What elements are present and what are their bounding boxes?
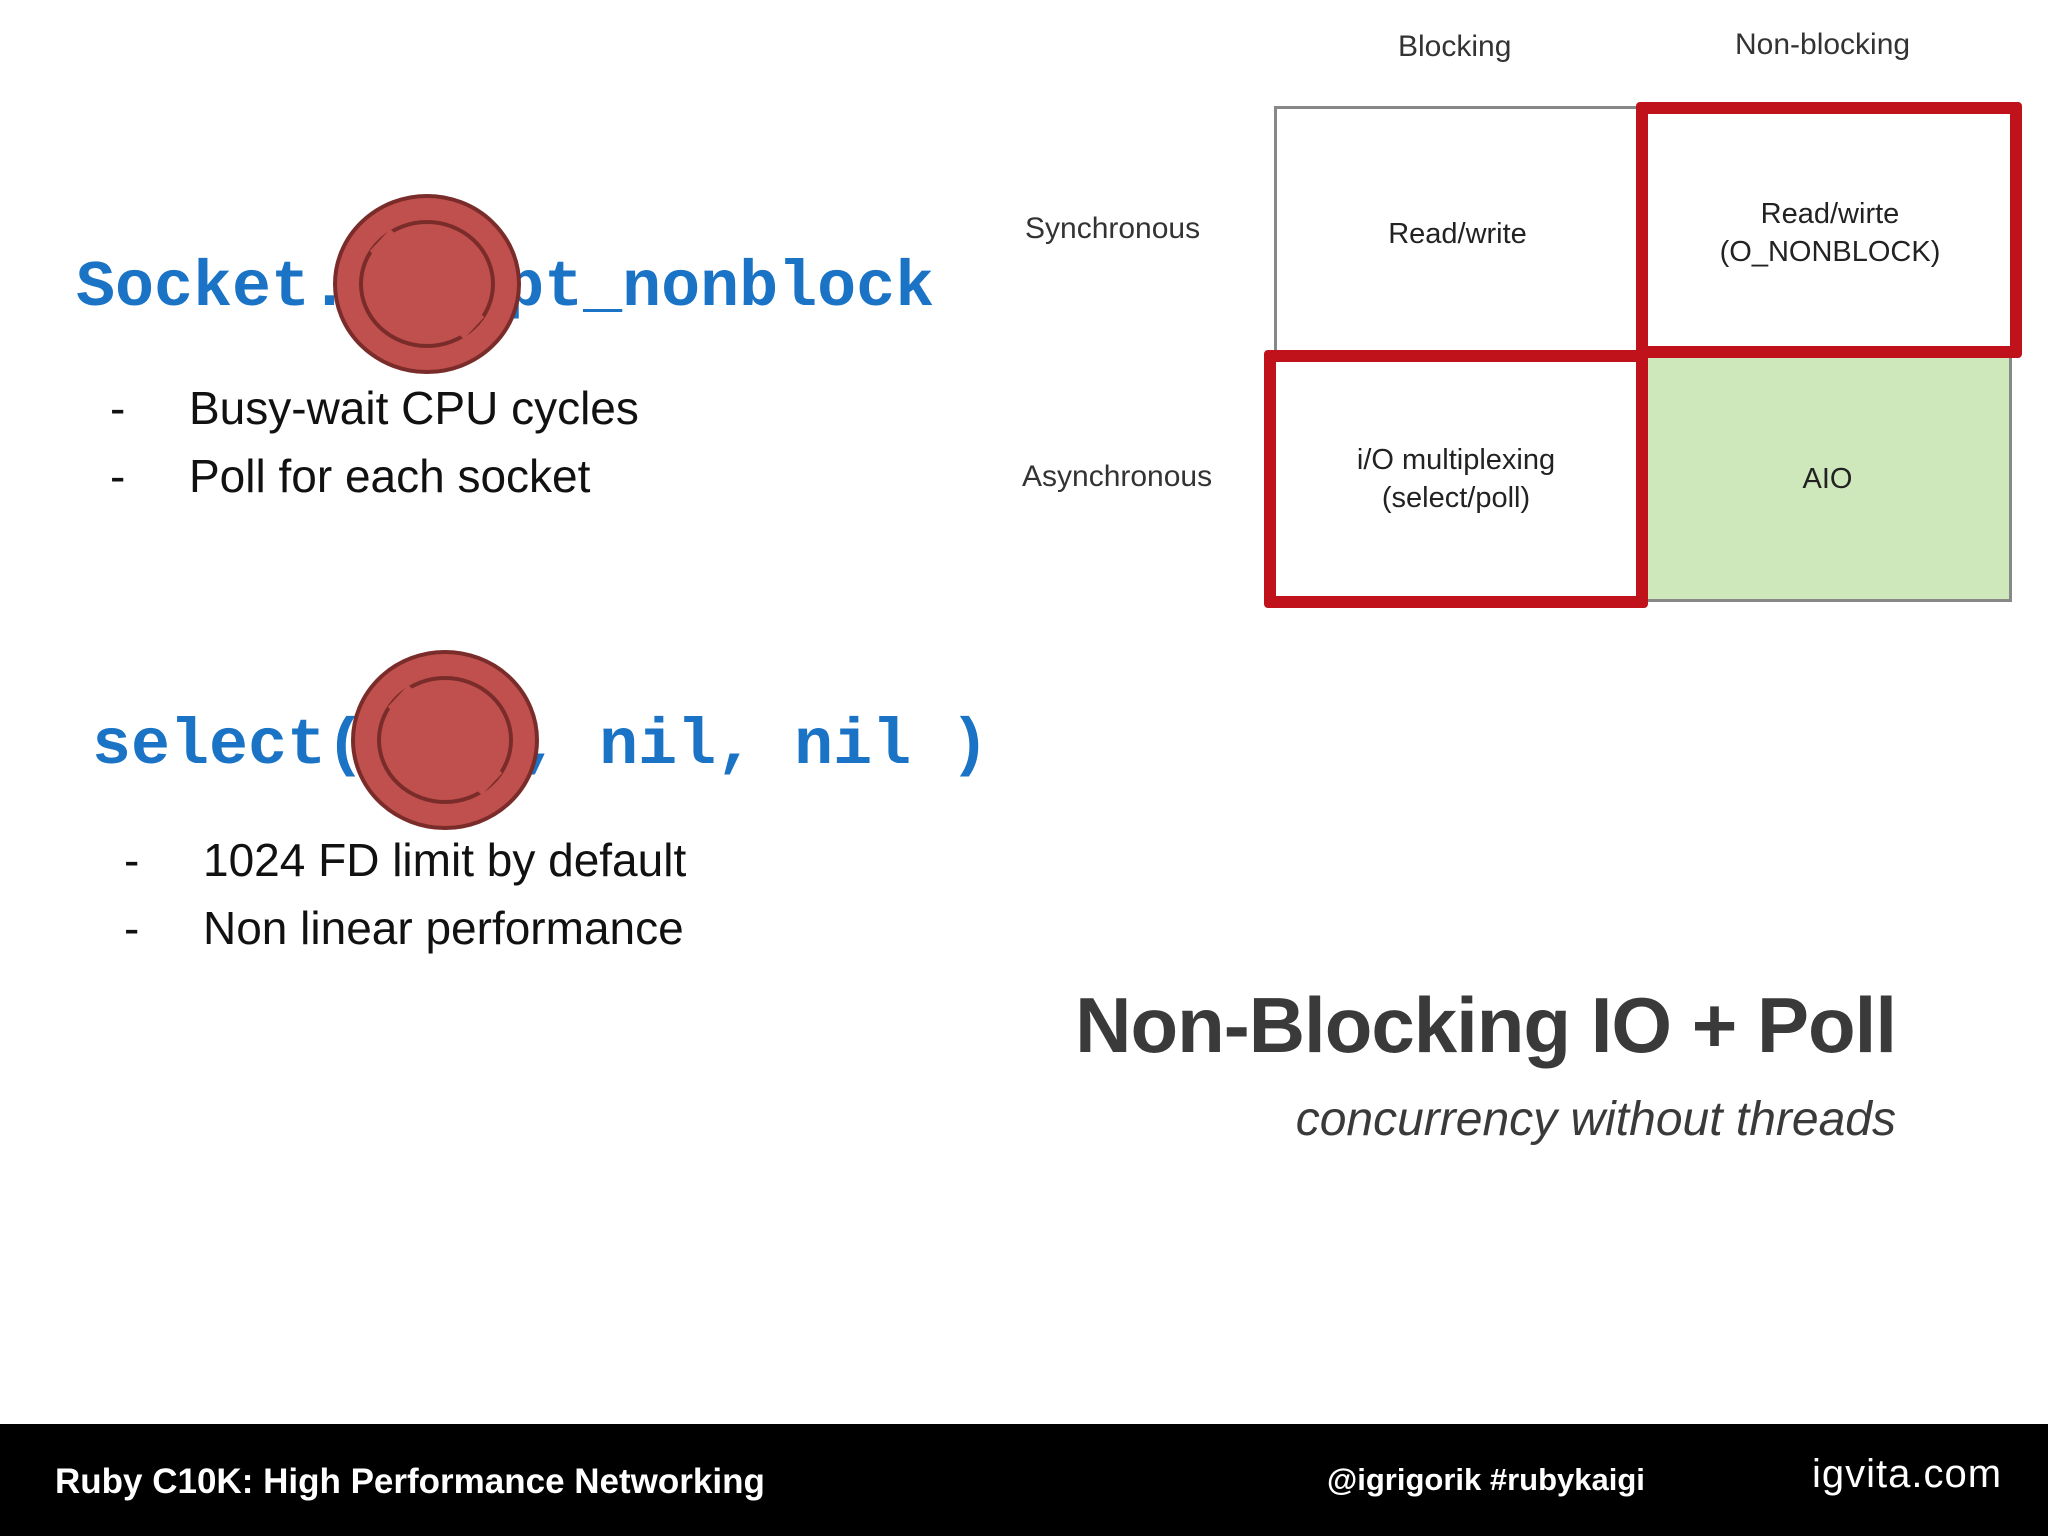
row-label-synchronous: Synchronous <box>1025 212 1201 245</box>
column-label-non-blocking: Non-blocking <box>1735 28 1911 61</box>
cell-sync-blocking: Read/write <box>1274 106 1638 358</box>
no-entry-icon <box>333 194 521 374</box>
footer-handle: @igrigorik #rubykaigi <box>1327 1462 1645 1497</box>
column-label-blocking: Blocking <box>1398 30 1512 63</box>
bullet-list-2: -1024 FD limit by default -Non linear pe… <box>124 826 824 962</box>
list-item: -Non linear performance <box>124 902 684 954</box>
list-item: -Poll for each socket <box>110 450 591 502</box>
list-item: -Busy-wait CPU cycles <box>110 382 639 434</box>
slide-title: Non-Blocking IO + Poll <box>1075 981 1897 1069</box>
footer-site-logo: igvita.com <box>1812 1452 2003 1496</box>
bullet-list-1: -Busy-wait CPU cycles -Poll for each soc… <box>110 374 810 510</box>
no-entry-icon <box>351 650 539 830</box>
footer-bar: Ruby C10K: High Performance Networking @… <box>0 1424 2048 1536</box>
footer-title: Ruby C10K: High Performance Networking <box>55 1462 765 1501</box>
slide-subtitle: concurrency without threads <box>1295 1093 1896 1146</box>
list-item: -1024 FD limit by default <box>124 834 687 886</box>
cell-async-nonblocking: AIO <box>1646 358 2012 602</box>
cell-sync-nonblocking: Read/wirte(O_NONBLOCK) <box>1642 110 2018 356</box>
cell-async-blocking: i/O multiplexing(select/poll) <box>1274 356 1638 602</box>
row-label-asynchronous: Asynchronous <box>1022 460 1213 493</box>
